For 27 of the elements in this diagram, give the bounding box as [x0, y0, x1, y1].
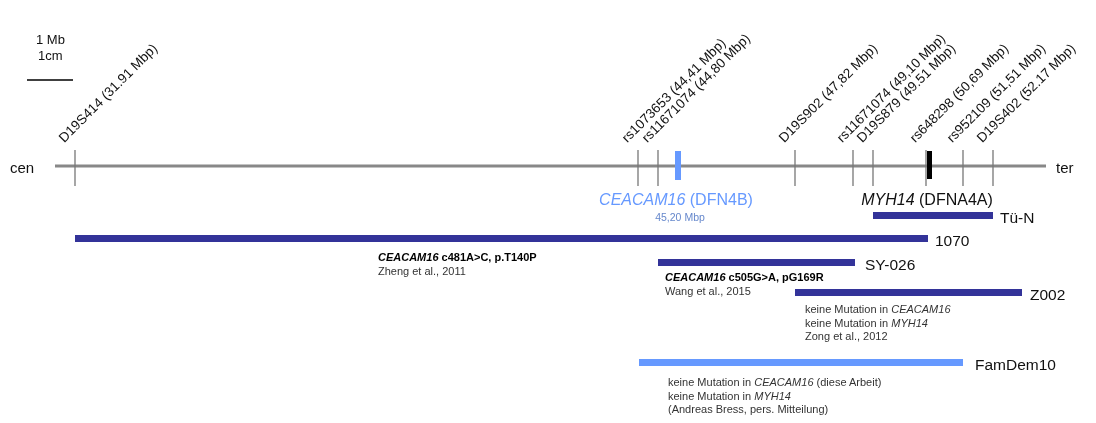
family-name: 1070	[935, 232, 970, 250]
family-name: Tü-N	[1000, 209, 1035, 227]
map-label: CEACAM16 (DFN4B)	[599, 190, 753, 209]
map-label: 1 Mb	[36, 32, 65, 48]
map-label: 1cm	[38, 48, 63, 64]
position-label: 45,20 Mbp	[655, 211, 705, 225]
map-label: ter	[1056, 159, 1074, 177]
note-text: (Andreas Bress, pers. Mitteilung)	[668, 403, 829, 417]
family-name: SY-026	[865, 256, 916, 274]
family-bar	[658, 259, 855, 266]
family-name: Z002	[1030, 286, 1066, 304]
family-bar	[873, 212, 993, 219]
family-bar	[75, 235, 928, 242]
note-text: keine Mutation in MYH14	[805, 316, 928, 330]
note-text: keine Mutation in CEACAM16	[805, 303, 951, 317]
map-label: MYH14 (DFNA4A)	[861, 190, 993, 209]
mutation-note: CEACAM16 c481A>C, p.T140P	[378, 251, 537, 265]
mutation-note: CEACAM16 c505G>A, pG169R	[665, 271, 824, 285]
map-label: cen	[10, 159, 35, 177]
note-text: Wang et al., 2015	[665, 284, 751, 298]
family-bar	[795, 289, 1022, 296]
note-text: keine Mutation in CEACAM16 (diese Arbeit)	[668, 376, 882, 390]
note-text: keine Mutation in MYH14	[668, 389, 791, 403]
family-bar	[639, 359, 963, 366]
note-text: Zong et al., 2012	[805, 330, 888, 344]
family-name: FamDem10	[975, 356, 1056, 374]
note-text: Zheng et al., 2011	[378, 264, 466, 278]
